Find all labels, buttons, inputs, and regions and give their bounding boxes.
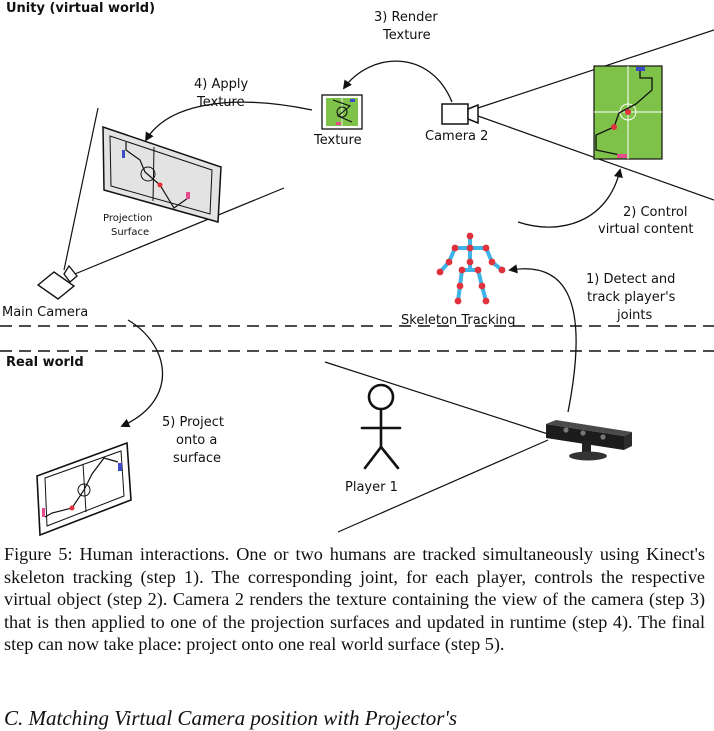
detect-joints-arrow bbox=[508, 264, 577, 413]
kinect-view-cone bbox=[324, 361, 549, 533]
project-surface-label: 5) Project onto a surface bbox=[162, 415, 228, 466]
camera2-icon bbox=[441, 103, 479, 125]
detect-joints-label: 1) Detect and track player's joints bbox=[586, 272, 680, 323]
next-section-heading: C. Matching Virtual Camera position with… bbox=[4, 706, 458, 730]
real-surface bbox=[36, 441, 132, 537]
player-figure bbox=[360, 383, 402, 470]
render-texture-label: 3) Render Texture bbox=[374, 10, 442, 43]
main-camera-icon bbox=[36, 264, 78, 300]
texture-thumbnail bbox=[321, 94, 363, 130]
virtual-field bbox=[593, 65, 663, 160]
main-camera-frustum bbox=[63, 107, 285, 277]
camera2-label: Camera 2 bbox=[425, 129, 488, 144]
real-world-label: Real world bbox=[6, 355, 84, 370]
projection-surface bbox=[102, 125, 222, 223]
player-label: Player 1 bbox=[345, 480, 398, 495]
texture-label: Texture bbox=[313, 133, 362, 148]
kinect-sensor bbox=[546, 420, 632, 461]
figure-caption: Figure 5: Human interactions. One or two… bbox=[4, 544, 705, 654]
render-texture-arrow bbox=[342, 60, 453, 103]
apply-texture-arrow bbox=[145, 101, 313, 142]
control-content-arrow bbox=[517, 168, 623, 228]
control-content-label: 2) Control virtual content bbox=[598, 205, 693, 237]
main-camera-label: Main Camera bbox=[2, 305, 88, 320]
skeleton-tracking-label: Skeleton Tracking bbox=[401, 313, 515, 328]
skeleton-joints bbox=[436, 232, 506, 305]
apply-texture-label: 4) Apply Texture bbox=[194, 77, 252, 110]
virtual-world-label: Unity (virtual world) bbox=[6, 1, 155, 16]
project-surface-arrow bbox=[120, 319, 164, 428]
projection-surface-label: Projection Surface bbox=[103, 213, 156, 238]
interaction-diagram: Unity (virtual world) Real world Camera … bbox=[0, 1, 714, 537]
